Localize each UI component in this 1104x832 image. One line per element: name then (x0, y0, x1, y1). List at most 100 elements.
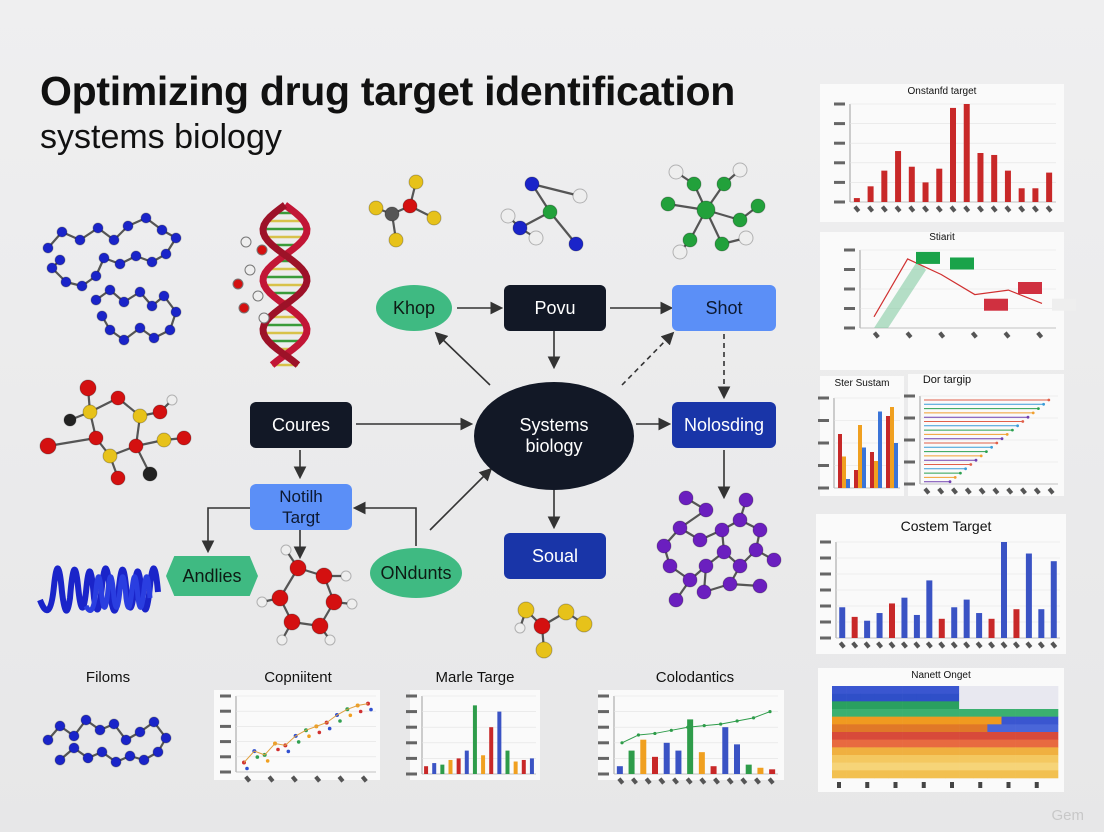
heat-cell (987, 755, 1002, 763)
point (276, 747, 280, 752)
heat-cell (1029, 709, 1045, 717)
bar (687, 719, 694, 774)
atom (134, 322, 146, 334)
heat-cell (846, 686, 861, 694)
atom (524, 176, 540, 192)
atom (514, 622, 526, 634)
heat-cell (916, 709, 932, 717)
panel-ster-sustam: Ster Sustam (818, 376, 904, 496)
bar (867, 186, 874, 202)
bar (878, 411, 882, 488)
point (1031, 411, 1035, 415)
y-tick-label (220, 724, 231, 728)
atom (104, 324, 116, 336)
bar (889, 603, 895, 638)
x-tick-label (1037, 641, 1045, 649)
heat-cell (1015, 770, 1031, 779)
chart-costem-target (820, 540, 1060, 649)
heat-cell (987, 732, 1002, 740)
y-tick-label (220, 770, 231, 774)
atom (722, 576, 738, 592)
blue-chain-molecule-2 (90, 284, 182, 346)
y-tick-label (844, 326, 855, 330)
x-tick-label (1031, 205, 1039, 213)
heat-cell (916, 762, 932, 771)
bar (440, 764, 445, 774)
heat-cell (888, 709, 903, 717)
atom (557, 603, 575, 621)
bar (963, 599, 970, 638)
atom (289, 559, 307, 577)
panel-marle-targe (406, 690, 540, 780)
chart-copniitent (220, 694, 376, 783)
x-tick-label (290, 775, 298, 783)
x-tick-label (337, 775, 345, 783)
bar (881, 170, 888, 202)
heat-cell (1029, 739, 1045, 748)
atom (108, 718, 120, 730)
atom (271, 589, 289, 607)
heat-cell (860, 716, 875, 725)
x-tick-label (644, 777, 652, 785)
floating-bar (1052, 298, 1076, 311)
heat-cell (874, 755, 889, 763)
bar (710, 766, 717, 774)
bar (628, 750, 635, 774)
x-tick-label (1050, 641, 1058, 649)
x-tick-label (900, 641, 908, 649)
bar (1025, 553, 1032, 638)
atom (74, 234, 86, 246)
heat-cell (846, 755, 861, 763)
x-tick-label (963, 205, 971, 213)
atom (92, 222, 104, 234)
node-khop: Khop (376, 285, 452, 331)
heat-cell (1001, 755, 1016, 763)
point (358, 709, 363, 714)
series-line (243, 703, 369, 763)
watermark: Gem (1051, 807, 1084, 824)
bar (1038, 609, 1045, 638)
heat-cell (959, 693, 974, 702)
point (245, 766, 249, 771)
x-tick-label (267, 775, 275, 783)
bar (513, 761, 518, 774)
y-tick-label (834, 141, 845, 145)
bar (950, 107, 956, 202)
heat-cell (860, 732, 875, 740)
x-tick-label (685, 777, 693, 785)
heat-cell (846, 732, 861, 740)
page-title: Optimizing drug target identification (40, 68, 735, 114)
heat-cell (832, 724, 847, 733)
heat-cell (874, 739, 889, 748)
heat-cell (874, 724, 889, 733)
x-tick-label (921, 782, 926, 788)
heat-cell (1001, 701, 1016, 710)
y-tick-label (904, 438, 915, 442)
heat-cell (930, 693, 946, 702)
heat-cell (1029, 732, 1045, 740)
caption-filoms: Filoms (85, 669, 131, 686)
heat-cell (832, 739, 847, 748)
heat-cell (860, 747, 875, 756)
bar (976, 613, 983, 638)
atom (56, 226, 68, 238)
x-tick-label (1003, 331, 1011, 339)
heat-cell (1001, 724, 1016, 733)
heat-cell (987, 739, 1002, 748)
bar (886, 416, 890, 488)
atom (158, 290, 170, 302)
x-tick-label (1034, 782, 1039, 788)
atom (568, 236, 584, 252)
x-tick-label (672, 777, 679, 785)
x-tick-label (975, 641, 983, 649)
heat-cell (945, 762, 960, 771)
point (1021, 420, 1025, 423)
point (979, 454, 983, 458)
heat-cell (930, 716, 946, 725)
heat-cell (959, 701, 974, 710)
atom (678, 490, 694, 506)
y-tick-label (904, 460, 915, 464)
x-tick-label (880, 205, 888, 213)
atom (256, 596, 268, 608)
